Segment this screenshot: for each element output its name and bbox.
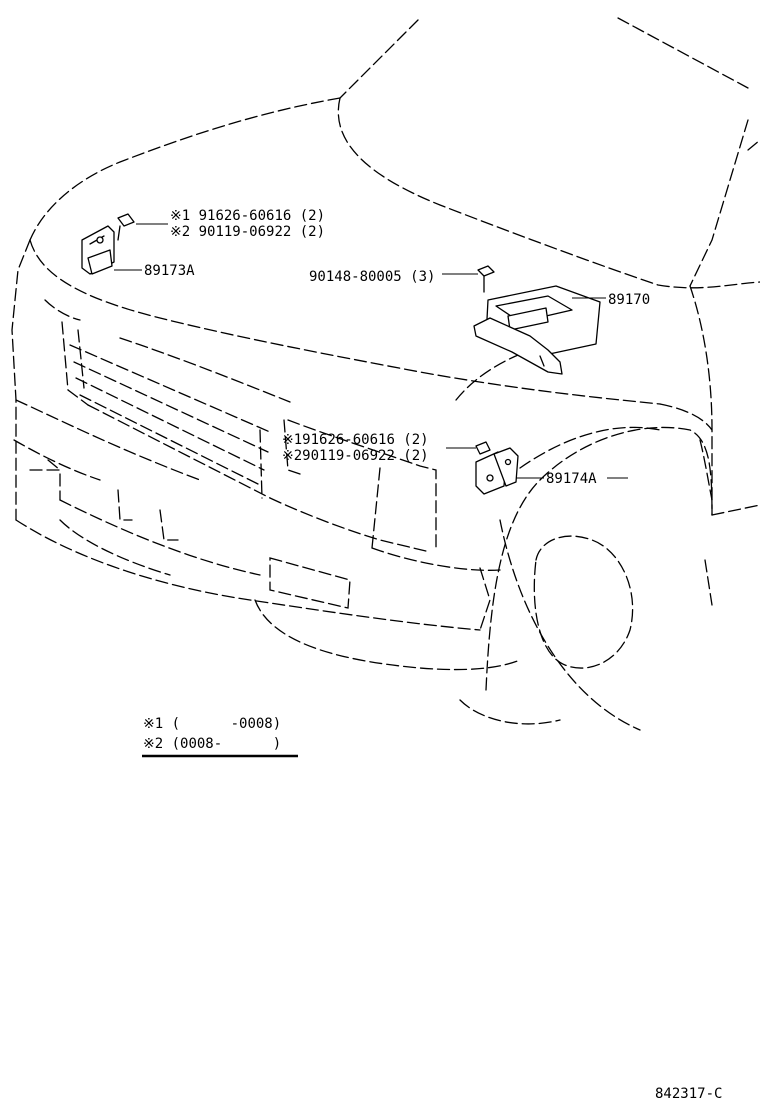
figure-id: 842317-C — [655, 1086, 722, 1102]
sensor-left-screw-label-1: ※1 91626-60616 (2) — [170, 208, 325, 224]
ecu-part-label: 89170 — [608, 292, 650, 308]
front-sensor-right — [475, 447, 519, 495]
vehicle-outline — [11, 17, 760, 731]
sensor-right-screw-label-2: ※290119-06922 (2) — [282, 448, 429, 464]
legend-row-1: ※1 ( -0008) — [143, 716, 281, 732]
sensor-right-screw-label-1: ※191626-60616 (2) — [282, 432, 429, 448]
ecu-bolt — [477, 265, 495, 293]
legend-row-2: ※2 (0008- ) — [143, 736, 281, 752]
sensor-left-part-label: 89173A — [144, 263, 195, 279]
leader-lines — [114, 223, 628, 479]
sensor-right-screw — [475, 441, 491, 455]
legend: ※1 ( -0008) ※2 (0008- ) — [142, 716, 298, 758]
callout-labels: ※1 91626-60616 (2) ※2 90119-06922 (2) 89… — [144, 208, 650, 487]
sensor-right-part-label: 89174A — [546, 471, 597, 487]
airbag-ecu — [473, 285, 601, 375]
ecu-bolt-label: 90148-80005 (3) — [309, 269, 435, 285]
sensor-left-screw-label-2: ※2 90119-06922 (2) — [170, 224, 325, 240]
sensor-left-screw — [117, 213, 135, 241]
front-sensor-left — [81, 225, 115, 275]
